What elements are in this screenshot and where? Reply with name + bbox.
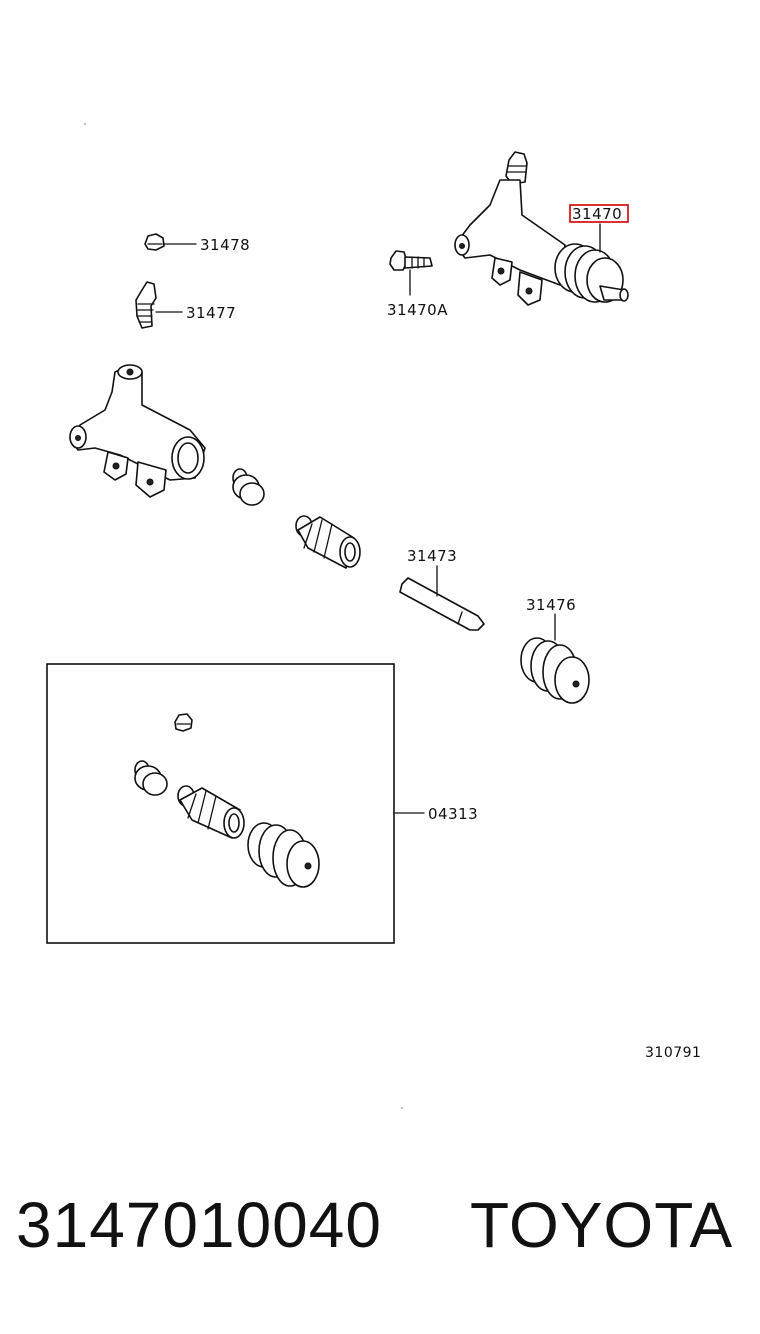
callout-31470[interactable]: 31470 <box>572 205 622 223</box>
piston <box>295 515 361 569</box>
boot-31476 <box>520 637 590 704</box>
callout-31470A[interactable]: 31470A <box>387 301 448 319</box>
callout-31473[interactable]: 31473 <box>407 547 457 565</box>
bleeder-plug-31477 <box>135 281 157 329</box>
callout-31476[interactable]: 31476 <box>526 596 576 614</box>
piston-cup <box>232 468 265 506</box>
slave-cylinder-assembly <box>454 151 629 306</box>
brand-name: TOYOTA <box>470 1189 734 1261</box>
diagram-id: 310791 <box>645 1045 701 1061</box>
bleeder-cap-31478 <box>144 233 165 251</box>
bolt-31470A <box>389 250 433 271</box>
callout-31478[interactable]: 31478 <box>200 236 250 254</box>
part-number: 3147010040 <box>16 1189 382 1261</box>
callout-04313[interactable]: 04313 <box>428 805 478 823</box>
kit-cap <box>174 713 193 732</box>
push-rod-31473 <box>399 577 485 631</box>
cylinder-body-exploded <box>69 364 206 498</box>
caption-bar: 3147010040 TOYOTA <box>0 1188 760 1278</box>
highlight-box-31470 <box>569 204 629 223</box>
callout-31477[interactable]: 31477 <box>186 304 236 322</box>
kit-boot <box>247 822 320 888</box>
repair-kit-frame <box>46 663 395 944</box>
kit-piston <box>177 785 245 839</box>
kit-cup <box>134 760 168 796</box>
